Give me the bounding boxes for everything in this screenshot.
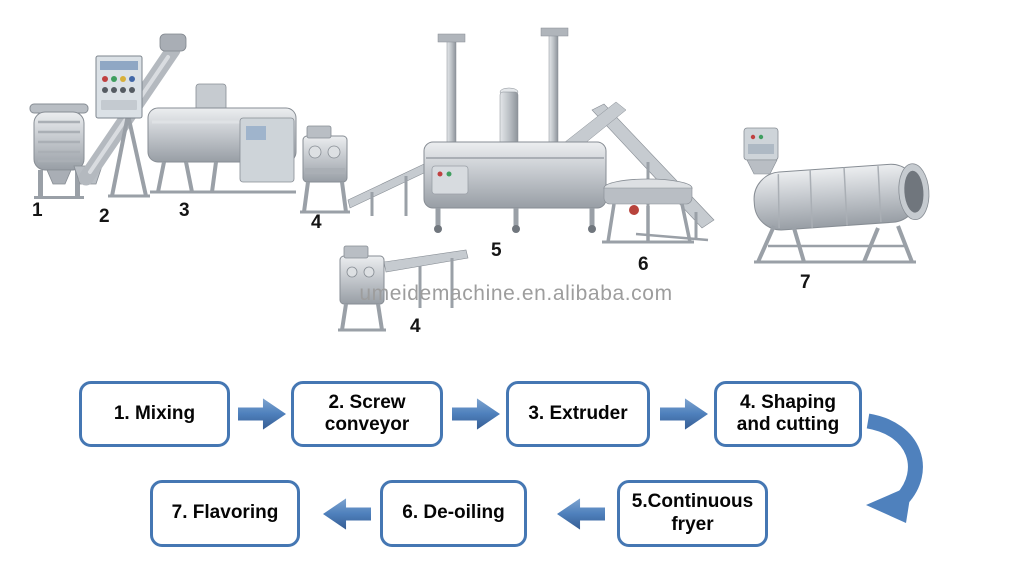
flavoring-machine-graphic — [743, 127, 930, 264]
machine-number-2: 2 — [99, 206, 110, 227]
flow-step-label: 4. Shaping and cutting — [736, 391, 840, 435]
flow-arrow-right-icon — [238, 398, 286, 430]
deoiling-machine-graphic — [602, 178, 694, 244]
flow-step-mixing: 1. Mixing — [79, 381, 230, 447]
machine-number-5: 5 — [491, 240, 502, 261]
flow-step-label: 7. Flavoring — [171, 502, 279, 524]
machine-number-1: 1 — [32, 200, 43, 221]
flow-step-extruder: 3. Extruder — [506, 381, 650, 447]
shaping-cutting-graphic — [300, 125, 427, 216]
watermark-text: umeidemachine.en.alibaba.com — [359, 282, 673, 305]
machine-number-3: 3 — [179, 200, 190, 221]
machine-number-6: 6 — [638, 254, 649, 275]
machine-number-4: 4 — [311, 212, 322, 233]
flow-step-deoiling: 6. De-oiling — [380, 480, 527, 547]
flow-step-flavoring: 7. Flavoring — [150, 480, 300, 547]
flow-step-continuous-fryer: 5.Continuous fryer — [617, 480, 768, 547]
screw-conveyor-graphic — [73, 33, 187, 198]
flow-arrow-right-icon — [660, 398, 708, 430]
production-line-illustration — [29, 27, 930, 332]
machine-number-7: 7 — [800, 272, 811, 293]
flow-step-label: 2. Screw conveyor — [324, 391, 410, 435]
machine-number-4b: 4 — [410, 316, 421, 337]
flow-arrow-curved-icon — [866, 413, 923, 523]
flow-step-label: 6. De-oiling — [402, 502, 505, 524]
extruder-graphic — [147, 83, 297, 194]
mixing-machine-graphic — [29, 103, 89, 199]
flow-step-screw-conveyor: 2. Screw conveyor — [291, 381, 443, 447]
flow-step-label: 5.Continuous fryer — [631, 491, 754, 535]
flow-step-label: 1. Mixing — [113, 402, 196, 424]
flow-arrow-left-icon — [323, 498, 371, 530]
flow-arrow-left-icon — [557, 498, 605, 530]
continuous-fryer-graphic — [423, 27, 627, 233]
flow-step-shaping-cutting: 4. Shaping and cutting — [714, 381, 862, 447]
flow-arrow-right-icon — [452, 398, 500, 430]
flow-step-label: 3. Extruder — [528, 402, 628, 424]
shaping-cutting-2-graphic — [338, 245, 469, 332]
